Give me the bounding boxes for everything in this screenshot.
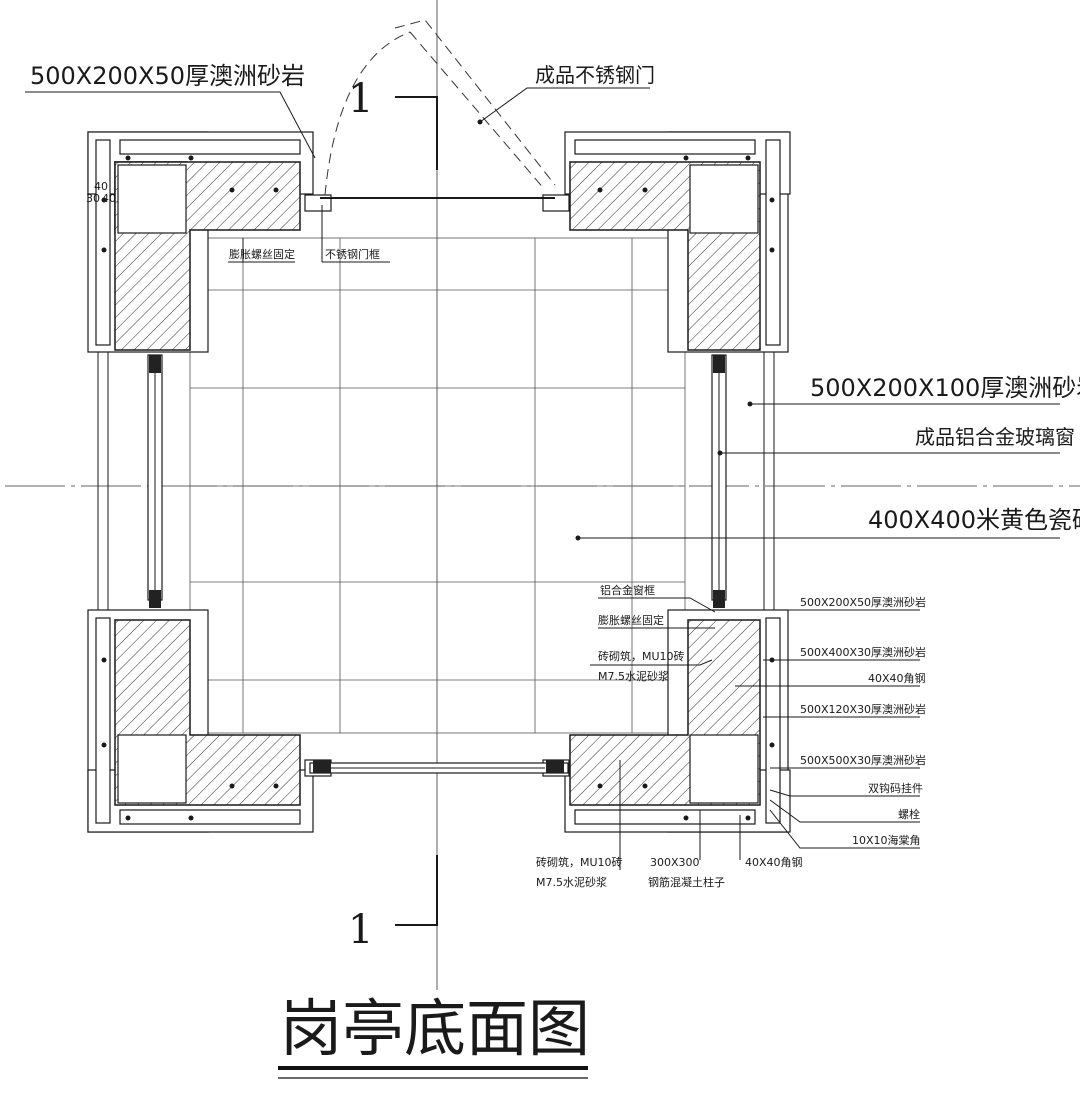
callout-brick-wall-1: 砖砌筑，MU10砖 <box>598 649 685 663</box>
corner-bottom-left <box>87 609 332 833</box>
callout-alu-window: 成品铝合金玻璃窗 <box>915 425 1075 449</box>
callout-expansion-bolt-right: 膨胀螺丝固定 <box>598 613 664 627</box>
section-marker-top <box>395 96 438 170</box>
callout-r-hook: 双钩码挂件 <box>868 781 923 795</box>
callout-stone-100: 500X200X100厚澳洲砂岩 <box>810 374 1080 402</box>
callout-b-brick-1: 砖砌筑，MU10砖 <box>536 855 623 869</box>
callout-r-stone-400: 500X400X30厚澳洲砂岩 <box>800 645 926 659</box>
dimension-40-b: 40 <box>102 192 116 205</box>
callout-expansion-bolt-top: 膨胀螺丝固定 <box>229 247 295 261</box>
callout-door: 成品不锈钢门 <box>535 63 655 87</box>
dimension-30: 30 <box>86 192 100 205</box>
callout-r-stone-50: 500X200X50厚澳洲砂岩 <box>800 595 926 609</box>
section-label-top: 1 <box>348 76 373 122</box>
callout-floor-tile: 400X400米黄色瓷砖 <box>868 506 1080 534</box>
drawing-title: 岗亭底面图 <box>280 992 590 1065</box>
callout-b-column-1: 300X300 <box>650 856 700 869</box>
section-marker-bottom <box>395 855 438 926</box>
callout-r-bolt: 螺栓 <box>898 807 920 821</box>
corner-bottom-right <box>542 609 791 833</box>
callout-brick-wall-2: M7.5水泥砂浆 <box>598 669 669 683</box>
window-left <box>147 354 163 608</box>
callout-b-angle-steel: 40X40角钢 <box>745 856 803 869</box>
callout-window-frame: 铝合金窗框 <box>600 583 655 597</box>
window-right <box>711 354 727 608</box>
callout-r-stone-120: 500X120X30厚澳洲砂岩 <box>800 702 926 716</box>
corner-top-right <box>542 131 791 353</box>
callout-r-corner: 10X10海棠角 <box>852 833 921 847</box>
callout-b-brick-2: M7.5水泥砂浆 <box>536 875 607 889</box>
floor-tile-grid <box>189 237 686 734</box>
callout-r-angle-steel: 40X40角钢 <box>868 672 926 685</box>
corner-top-left <box>87 131 332 353</box>
dimension-40-a: 40 <box>94 180 108 193</box>
callout-r-stone-500: 500X500X30厚澳洲砂岩 <box>800 753 926 767</box>
section-label-bottom: 1 <box>348 907 373 953</box>
callout-door-frame: 不锈钢门框 <box>325 247 380 261</box>
callout-b-column-2: 钢筋混凝土柱子 <box>648 875 725 889</box>
callout-top-left-stone: 500X200X50厚澳洲砂岩 <box>30 62 305 90</box>
leader-lines <box>25 87 1060 870</box>
door-swing <box>320 19 556 199</box>
window-bottom <box>309 760 569 774</box>
